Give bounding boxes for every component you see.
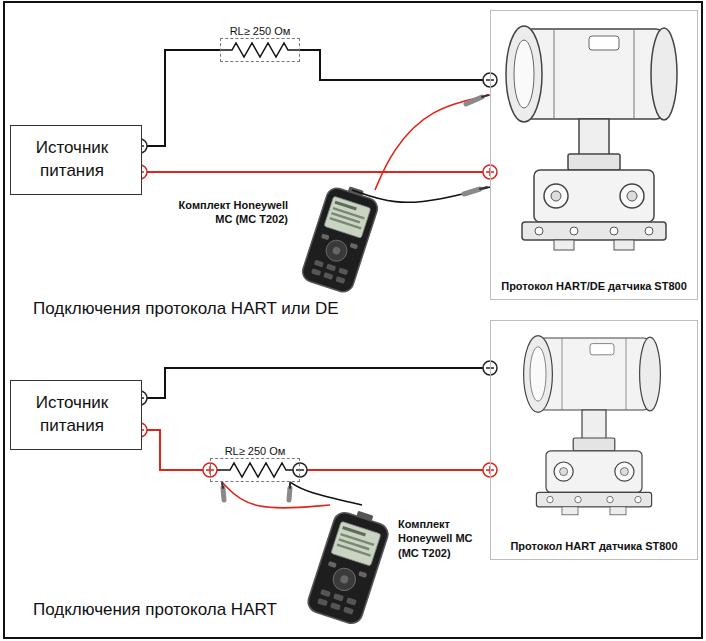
power-supply-box: Источник питания bbox=[10, 125, 142, 195]
transmitter-frame: Протокол HART датчика ST800 bbox=[490, 320, 698, 560]
node-label: Источник питания bbox=[19, 392, 125, 438]
test-lead bbox=[375, 95, 490, 190]
test-probe bbox=[222, 95, 488, 500]
test-lead bbox=[222, 482, 330, 508]
transmitter-picture bbox=[506, 26, 677, 250]
load-resistor: RL≥ 250 Ом bbox=[210, 458, 300, 482]
wire bbox=[142, 171, 490, 173]
outer-frame bbox=[4, 2, 702, 638]
communicator: Комплект Honeywell MC (MC T202) bbox=[292, 190, 387, 290]
caption-label: RL≥ 250 Ом bbox=[181, 445, 329, 457]
load-resistor: RL≥ 250 Ом bbox=[220, 38, 300, 62]
communicator-picture bbox=[305, 505, 392, 627]
communicator-picture bbox=[300, 181, 382, 295]
caption-label: Протокол HART датчика ST800 bbox=[495, 539, 693, 553]
test-lead bbox=[290, 482, 362, 505]
section-heading: Подключения протокола HART или DE bbox=[33, 299, 339, 319]
section-heading: Подключения протокола HART bbox=[33, 600, 277, 620]
resistor-symbol bbox=[220, 43, 300, 57]
caption-label: Комплект Honeywell MC (MC T202) bbox=[163, 198, 288, 227]
wire bbox=[142, 430, 210, 470]
wire bbox=[300, 469, 490, 471]
caption-label: Протокол HART/DE датчика ST800 bbox=[495, 279, 693, 293]
wire bbox=[142, 50, 220, 146]
power-supply-box: Источник питания bbox=[10, 380, 142, 450]
wire bbox=[142, 368, 490, 398]
wire bbox=[300, 50, 490, 80]
caption-label: RL≥ 250 Ом bbox=[191, 25, 329, 37]
caption-label: Комплект Honeywell MC (MC T202) bbox=[398, 517, 484, 560]
resistor-symbol bbox=[217, 463, 293, 477]
transmitter-frame: Протокол HART/DE датчика ST800 bbox=[490, 10, 698, 300]
minus-terminal bbox=[133, 73, 497, 477]
transmitter-picture bbox=[524, 336, 661, 515]
test-lead bbox=[352, 187, 490, 202]
plus-terminal bbox=[133, 165, 497, 477]
node-label: Источник питания bbox=[19, 137, 125, 183]
communicator: Комплект Honeywell MC (MC T202) bbox=[302, 505, 394, 625]
